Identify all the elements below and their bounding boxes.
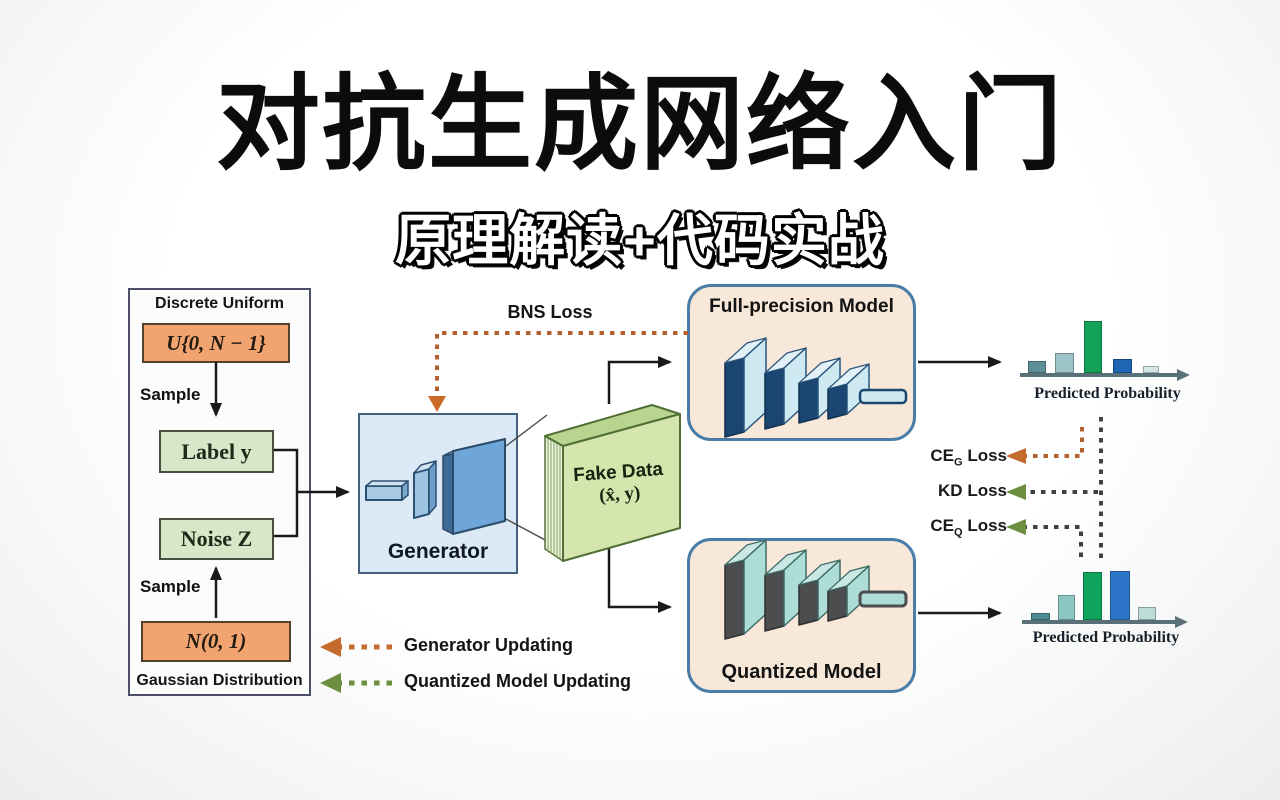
quantized-model-label: Quantized Model — [721, 661, 882, 683]
full-precision-model-box: Full-precision Model — [687, 284, 916, 441]
chart-axis — [1020, 373, 1178, 377]
loss-suffix: Loss — [962, 516, 1007, 535]
gaussian-distribution-box: N(0, 1) — [141, 621, 291, 662]
loss-subscript: G — [954, 456, 963, 469]
fake-data-label: Fake Data (x̂, y) — [563, 458, 676, 510]
top-probability-chart — [1020, 313, 1192, 381]
ce-g-arrowhead-icon — [1006, 448, 1026, 464]
kd-arrowhead-icon — [1006, 484, 1026, 500]
fake-data-to-full-precision-arrow — [607, 356, 672, 404]
legend-green-arrowhead-icon — [320, 673, 341, 693]
bottom-chart-caption: Predicted Probability — [1032, 629, 1180, 646]
page-title: 对抗生成网络入门 — [215, 67, 1064, 183]
legend-item-quantized-model-updating: Quantized Model Updating — [404, 671, 631, 691]
probability-bar — [1028, 361, 1046, 373]
chart-axis-arrow-icon — [1175, 616, 1188, 628]
probability-bar — [1113, 359, 1132, 373]
probability-bar — [1138, 607, 1156, 620]
loss-suffix: Loss — [962, 446, 1007, 465]
noise-z-box: Noise Z — [159, 518, 274, 560]
loss-subscript: Q — [954, 526, 963, 539]
bns-arrowhead-icon — [428, 396, 446, 412]
probability-bar — [1083, 572, 1102, 620]
bns-loss-label: BNS Loss — [507, 302, 593, 322]
legend-orange-arrowhead-icon — [320, 637, 341, 657]
loss-suffix: Loss — [962, 481, 1007, 500]
label-y-box: Label y — [159, 430, 274, 473]
loss-prefix: KD — [938, 481, 963, 500]
chart-axis — [1022, 620, 1176, 624]
panel-header: Discrete Uniform — [155, 295, 284, 312]
ce-q-loss-arrow — [1026, 525, 1083, 557]
page-subtitle: 原理解读+代码实战 — [395, 209, 885, 272]
kd-loss-label: KD Loss — [913, 481, 1007, 503]
probability-bar — [1055, 353, 1074, 373]
legend-item-generator-updating: Generator Updating — [404, 635, 574, 655]
probability-bar — [1058, 595, 1075, 620]
bns-loss-arrow — [435, 331, 688, 396]
bottom-probability-chart — [1022, 566, 1190, 628]
generator-label: Generator — [387, 540, 489, 563]
fake-data-to-quantized-arrow — [607, 540, 672, 613]
ce-q-arrowhead-icon — [1006, 519, 1026, 535]
ce-q-loss-label: CEQ Loss — [913, 516, 1007, 538]
generator-box: Generator — [358, 413, 518, 574]
loss-prefix: CE — [930, 446, 955, 465]
probability-bar — [1084, 321, 1102, 373]
sample-label-top: Sample — [140, 385, 201, 404]
probability-bar — [1143, 366, 1159, 373]
panel-footer: Gaussian Distribution — [136, 672, 303, 689]
top-chart-caption: Predicted Probability — [1034, 385, 1181, 402]
ce-g-loss-arrow — [1026, 427, 1084, 458]
ce-g-loss-label: CEG Loss — [913, 446, 1007, 468]
uniform-distribution-box: U{0, N − 1} — [142, 323, 290, 363]
chart-axis-arrow-icon — [1177, 369, 1190, 381]
discrete-uniform-panel: Discrete Uniform U{0, N − 1} Sample Labe… — [128, 288, 311, 696]
loss-prefix: CE — [930, 516, 955, 535]
probability-bar — [1110, 571, 1130, 620]
quantized-model-box: Quantized Model — [687, 538, 916, 693]
probability-bar — [1031, 613, 1050, 620]
sample-label-bottom: Sample — [140, 577, 201, 596]
full-precision-model-label: Full-precision Model — [709, 296, 894, 317]
